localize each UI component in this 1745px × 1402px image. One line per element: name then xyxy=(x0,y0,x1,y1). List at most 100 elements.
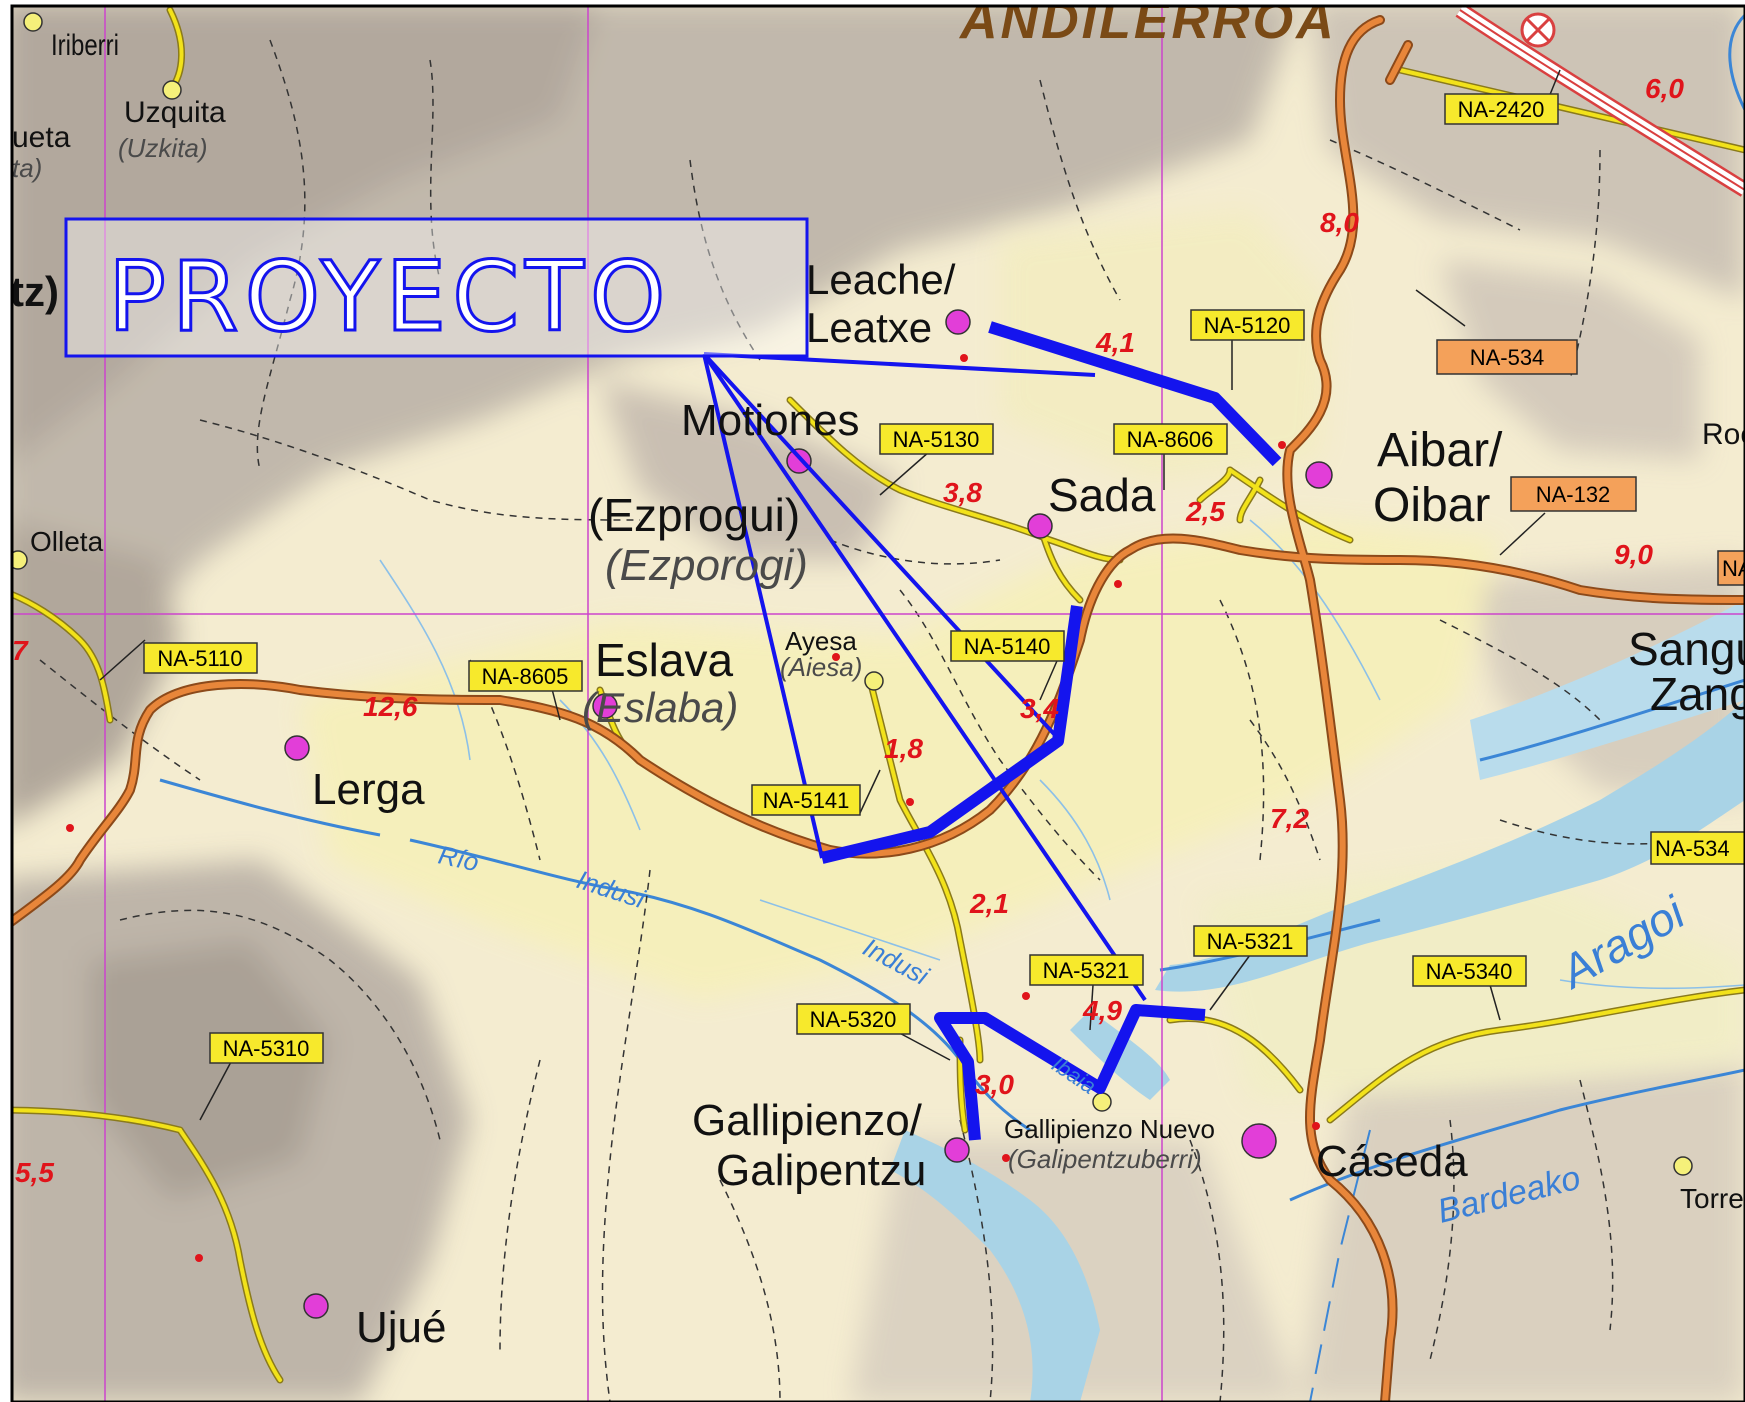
svg-text:NA-5130: NA-5130 xyxy=(893,427,980,452)
road-label-na132: NA-132 xyxy=(1510,476,1637,512)
town-marker-gallipienzo xyxy=(944,1137,970,1163)
svg-text:NA-5320: NA-5320 xyxy=(810,1007,897,1032)
svg-text:NA-5140: NA-5140 xyxy=(964,634,1051,659)
road-label-na534-top: NA-534 xyxy=(1436,339,1578,375)
project-label: PROYECTO xyxy=(108,241,671,353)
distance-label: 8,0 xyxy=(1320,207,1359,238)
place-label-ayesa-alt: (Aiesa) xyxy=(780,652,862,682)
place-label-sada: Sada xyxy=(1048,469,1156,521)
distance-label: 2,1 xyxy=(969,888,1009,919)
place-label-lerga: Lerga xyxy=(312,765,425,814)
channel-dashed xyxy=(1309,1129,1371,1402)
place-label-sangu: Sangu xyxy=(1628,623,1745,675)
svg-text:NA-5110: NA-5110 xyxy=(157,646,242,671)
distance-label: 9,0 xyxy=(1614,539,1653,570)
road-label-na5321-b: NA-5321 xyxy=(1193,925,1308,957)
svg-text:NA-5310: NA-5310 xyxy=(223,1036,310,1061)
town-marker-uzquita xyxy=(162,80,182,100)
town-marker-torre xyxy=(1673,1156,1693,1176)
project-pointer-2 xyxy=(702,353,824,859)
place-label-gallipienzo-2: Galipentzu xyxy=(716,1146,926,1195)
svg-text:NA-534: NA-534 xyxy=(1655,836,1730,861)
highway xyxy=(1455,6,1745,197)
place-label-leache-1: Leache/ xyxy=(806,256,956,303)
distance-label: 7,2 xyxy=(1270,803,1309,834)
town-marker-eslava xyxy=(592,693,618,719)
svg-text:NA-5321: NA-5321 xyxy=(1207,929,1294,954)
place-label-ujue: Ujué xyxy=(356,1303,447,1352)
town-marker-motiones xyxy=(786,448,812,474)
region-label: ANDILERROA xyxy=(958,0,1337,50)
svg-text:NA: NA xyxy=(1722,556,1745,581)
road-label-na5321-a: NA-5321 xyxy=(1029,954,1144,986)
road-label-na5140: NA-5140 xyxy=(950,630,1065,662)
place-label-roc: Roc xyxy=(1702,418,1745,451)
project-segment-gallipienzo xyxy=(934,1004,1206,1141)
distance-label: 4,1 xyxy=(1095,327,1135,358)
place-label-caseda: Cáseda xyxy=(1316,1137,1468,1186)
distance-label: 1,8 xyxy=(884,733,923,764)
project-label-box: PROYECTO xyxy=(64,217,809,358)
place-label-eslava-alt: (Eslaba) xyxy=(582,684,738,731)
road-labels: NA-2420 NA-534 NA-5120 NA-5130 NA-8606 N… xyxy=(143,93,1745,1064)
project-segment-leache-aibar xyxy=(988,321,1282,467)
road-label-na5340: NA-5340 xyxy=(1412,955,1527,987)
track-lines xyxy=(39,39,1691,1402)
place-labels: Iriberri Uzquita (Uzkita) ueta ta) tz) L… xyxy=(10,27,1745,1352)
place-label-leache-2: Leatxe xyxy=(806,304,932,351)
place-label-aibar-1: Aibar/ xyxy=(1377,424,1503,477)
road-label-na8606: NA-8606 xyxy=(1113,423,1228,455)
road-label-na5141: NA-5141 xyxy=(751,784,861,816)
town-marker-leache xyxy=(945,309,971,335)
place-label-uzquita: Uzquita xyxy=(124,96,226,129)
town-marker-ujue xyxy=(303,1293,329,1319)
road-label-na5310: NA-5310 xyxy=(209,1032,324,1064)
road-label-na5320: NA-5320 xyxy=(796,1003,911,1035)
distance-label: 6,0 xyxy=(1645,73,1684,104)
place-label-iriberri: Iriberri xyxy=(51,27,119,61)
distance-labels: 6,0 8,0 4,1 3,8 2,5 9,0 7 12,6 3,4 1,8 7… xyxy=(12,73,1684,1188)
svg-text:NA-5321: NA-5321 xyxy=(1043,958,1130,983)
map-frame xyxy=(10,4,1745,1402)
distance-label: 3,8 xyxy=(943,477,982,508)
svg-text:NA-5141: NA-5141 xyxy=(763,788,850,813)
place-label-ayesa: Ayesa xyxy=(785,626,857,656)
distance-label: 3,4 xyxy=(1020,693,1059,724)
town-marker-caseda xyxy=(1241,1123,1277,1159)
project-segment-eslava-sada xyxy=(820,605,1083,864)
road-label-na8605: NA-8605 xyxy=(468,660,583,692)
road-label-na5130: NA-5130 xyxy=(879,423,994,455)
svg-text:NA-5340: NA-5340 xyxy=(1426,959,1513,984)
streams xyxy=(379,519,1745,990)
place-label-olleta: Olleta xyxy=(30,526,104,557)
svg-text:NA-534: NA-534 xyxy=(1470,345,1545,370)
town-marker-iriberri xyxy=(23,12,43,32)
town-marker-sada xyxy=(1027,513,1053,539)
place-label-eslava: Eslava xyxy=(595,634,733,686)
place-label-aibar-2: Oibar xyxy=(1373,479,1490,532)
svg-text:NA-5120: NA-5120 xyxy=(1204,313,1291,338)
distance-label: 4,9 xyxy=(1082,995,1122,1026)
distance-label: 5,5 xyxy=(15,1157,54,1188)
place-label-gallipienzo-nuevo-alt: (Galipentzuberri) xyxy=(1008,1144,1202,1174)
town-marker-ayesa xyxy=(864,671,884,691)
distance-label: 12,6 xyxy=(363,691,418,722)
place-label-tz: tz) xyxy=(10,268,59,315)
place-label-ezprogui-alt: (Ezporogi) xyxy=(605,541,808,590)
project-pointer-4 xyxy=(702,352,1147,1002)
place-label-motiones: Motiones xyxy=(681,396,860,445)
town-marker-aibar xyxy=(1305,461,1333,489)
place-label-gallipienzo-nuevo: Gallipienzo Nuevo xyxy=(1004,1114,1215,1144)
place-label-zang: Zang xyxy=(1650,668,1745,720)
town-marker-gallipienzo-nuevo xyxy=(1092,1092,1112,1112)
minor-points xyxy=(66,354,1320,1262)
road-label-na-right: NA xyxy=(1717,550,1745,586)
project-pointer-3 xyxy=(702,352,1057,737)
place-label-gallipienzo-1: Gallipienzo/ xyxy=(692,1096,923,1145)
svg-text:NA-8606: NA-8606 xyxy=(1127,427,1214,452)
place-label-torre: Torre xyxy=(1680,1183,1744,1214)
road-label-na2420: NA-2420 xyxy=(1444,93,1559,125)
road-label-na5110: NA-5110 xyxy=(143,642,258,674)
